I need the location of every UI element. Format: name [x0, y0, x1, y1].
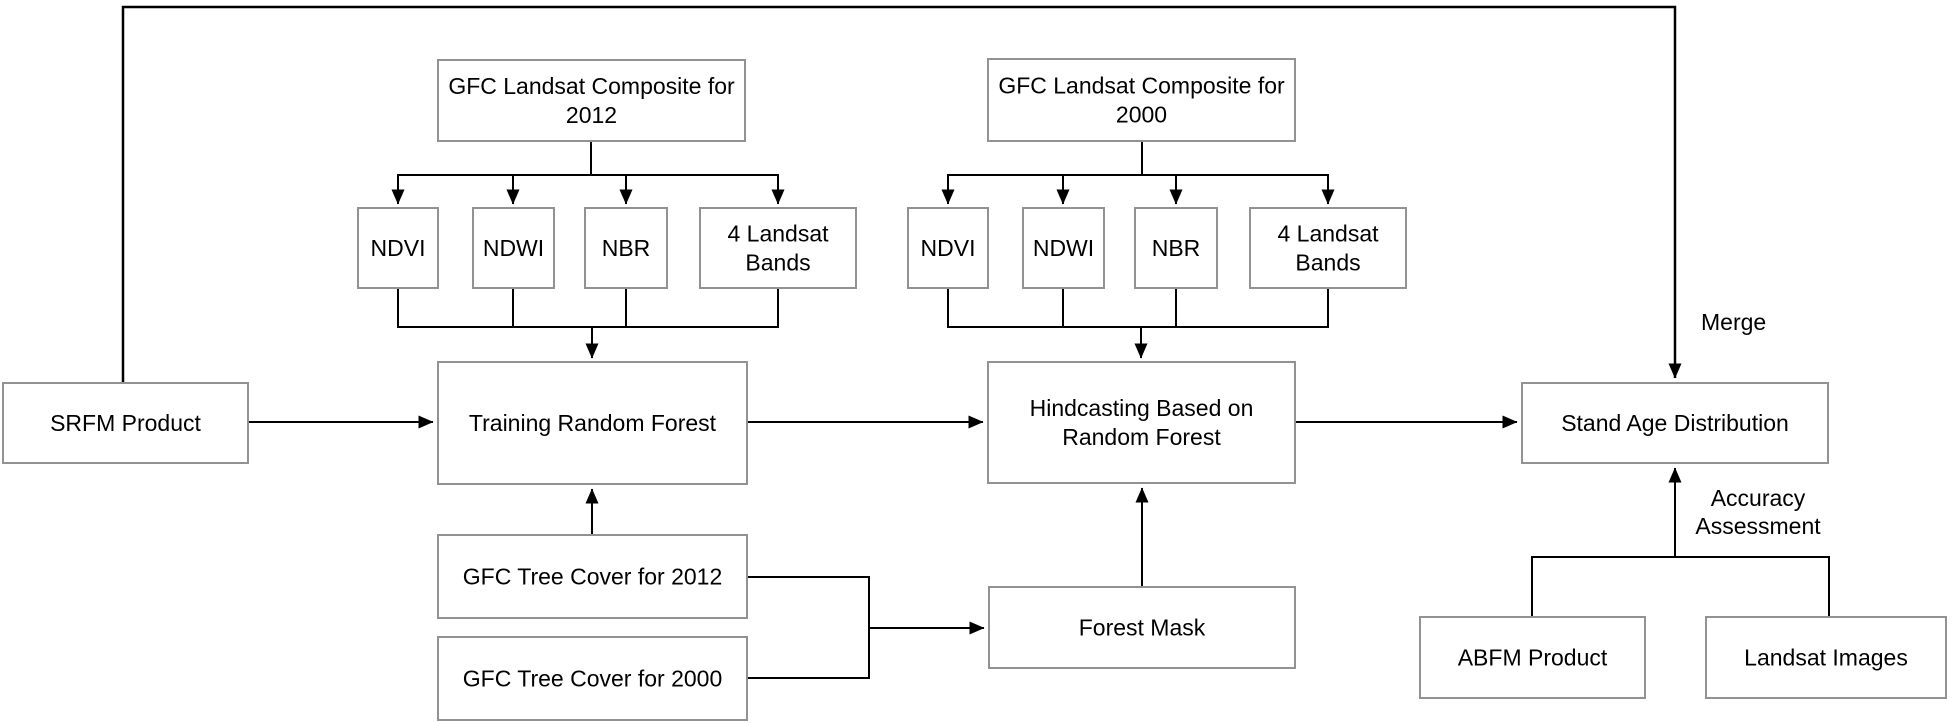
nbr-2000-label: NBR	[1152, 235, 1201, 261]
ndwi-2000-box	[1022, 207, 1105, 289]
ndvi-2012-box	[357, 207, 439, 289]
ndwi-2000: NDWI	[1022, 207, 1105, 289]
nbr-2000: NBR	[1134, 207, 1218, 289]
merge-label: Merge	[1701, 309, 1766, 335]
landsat-images-box	[1705, 616, 1947, 699]
stand-age-distribution-box	[1521, 382, 1829, 464]
connector-layer	[121, 5, 1830, 679]
srfm-product-label: SRFM Product	[50, 410, 201, 436]
abfm-product-label: ABFM Product	[1458, 645, 1608, 671]
ndvi-2000-label: NDVI	[921, 235, 976, 261]
ndvi-2000: NDVI	[907, 207, 989, 289]
abfm-product-box	[1419, 616, 1646, 699]
stand-age-distribution: Stand Age Distribution	[1521, 382, 1829, 464]
forest-mask-box	[988, 586, 1296, 669]
training-random-forest: Training Random Forest	[437, 361, 748, 485]
training-random-forest-label: Training Random Forest	[469, 410, 717, 436]
forest-mask-label: Forest Mask	[1079, 615, 1206, 641]
connector-treecover-join	[747, 576, 870, 679]
landsat-bands-2000-box	[1249, 207, 1407, 289]
gfc-tree-cover-2000-label: GFC Tree Cover for 2000	[463, 666, 723, 692]
landsat-images: Landsat Images	[1705, 616, 1947, 699]
gfc-tree-cover-2012: GFC Tree Cover for 2012	[437, 534, 748, 619]
gfc-tree-cover-2000: GFC Tree Cover for 2000	[437, 636, 748, 721]
gfc-landsat-composite-2000-box	[987, 58, 1296, 142]
ndvi-2000-box	[907, 207, 989, 289]
abfm-product: ABFM Product	[1419, 616, 1646, 699]
ndwi-2000-label: NDWI	[1033, 235, 1094, 261]
nbr-2012-label: NBR	[602, 235, 651, 261]
stand-age-distribution-label: Stand Age Distribution	[1561, 410, 1789, 436]
ndwi-2012-box	[472, 207, 555, 289]
gfc-tree-cover-2012-box	[437, 534, 748, 619]
gfc-tree-cover-2000-box	[437, 636, 748, 721]
forest-mask: Forest Mask	[988, 586, 1296, 669]
ndwi-2012-label: NDWI	[483, 235, 544, 261]
training-random-forest-box	[437, 361, 748, 485]
srfm-product: SRFM Product	[2, 382, 249, 464]
ndvi-2012: NDVI	[357, 207, 439, 289]
nbr-2000-box	[1134, 207, 1218, 289]
ndvi-2012-label: NDVI	[371, 235, 426, 261]
nbr-2012-box	[584, 207, 668, 289]
gfc-landsat-composite-2012-box	[437, 59, 746, 142]
gfc-tree-cover-2012-label: GFC Tree Cover for 2012	[463, 564, 723, 590]
landsat-bands-2012-box	[699, 207, 857, 289]
nbr-2012: NBR	[584, 207, 668, 289]
hindcasting-random-forest-box	[987, 361, 1296, 484]
ndwi-2012: NDWI	[472, 207, 555, 289]
landsat-images-label: Landsat Images	[1744, 645, 1908, 671]
srfm-product-box	[2, 382, 249, 464]
connector-merge-line	[121, 5, 1682, 383]
